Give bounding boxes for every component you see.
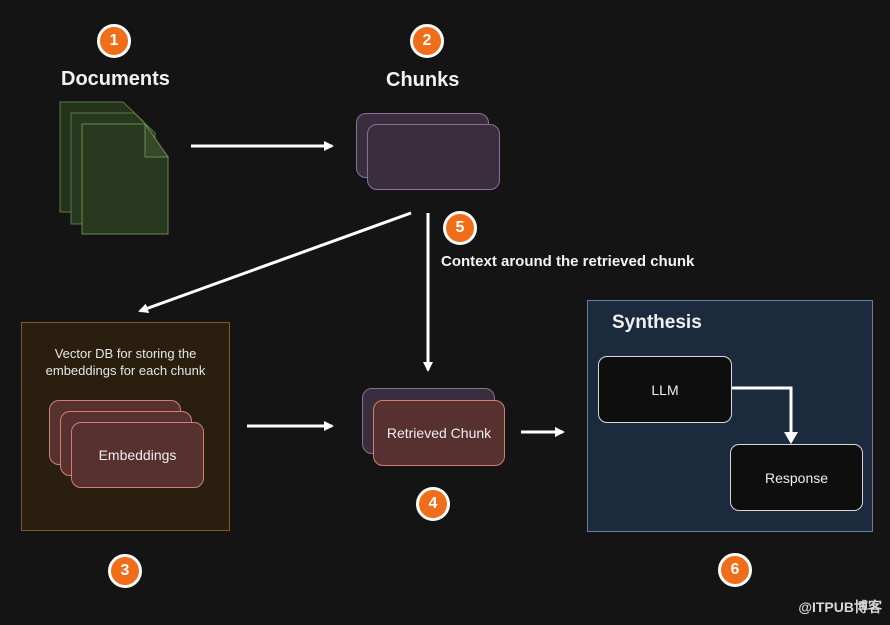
- vector-db-container: Vector DB for storing the embeddings for…: [21, 322, 230, 531]
- embeddings-node: Embeddings: [71, 422, 204, 488]
- documents-title: Documents: [61, 68, 170, 90]
- synthesis-container: Synthesis LLM Response: [587, 300, 873, 532]
- chunks-title: Chunks: [386, 69, 460, 91]
- vector-db-description-line2: embeddings for each chunk: [45, 363, 206, 378]
- step-badge-1: 1: [97, 24, 131, 58]
- response-node: Response: [730, 444, 863, 511]
- context-label: Context around the retrieved chunk: [441, 253, 695, 270]
- step-badge-4: 4: [416, 487, 450, 521]
- synthesis-title: Synthesis: [612, 312, 702, 333]
- step-badge-6: 6: [718, 553, 752, 587]
- retrieved-chunk-node: Retrieved Chunk: [373, 400, 505, 466]
- documents-icon: [59, 101, 169, 235]
- llm-node: LLM: [598, 356, 732, 423]
- watermark: @ITPUB博客: [798, 599, 882, 615]
- vector-db-description-line1: Vector DB for storing the: [54, 346, 197, 361]
- step-badge-2: 2: [410, 24, 444, 58]
- arrow-llm-to-response: [732, 386, 798, 444]
- arrow-chunks-to-vectordb: [138, 211, 412, 313]
- vector-db-description: Vector DB for storing the embeddings for…: [22, 345, 229, 379]
- chunk-card-front: [367, 124, 500, 190]
- step-badge-3: 3: [108, 554, 142, 588]
- step-badge-5: 5: [443, 211, 477, 245]
